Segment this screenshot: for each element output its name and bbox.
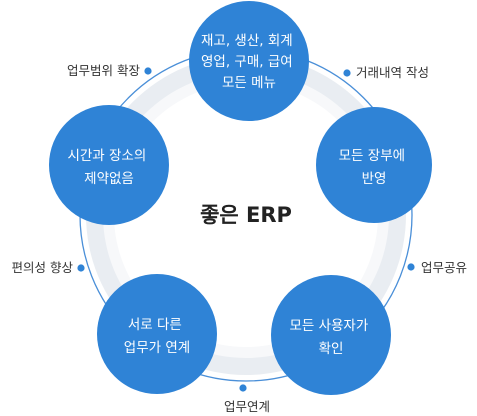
node-line: 영업, 구매, 급여 (201, 54, 293, 70)
node-circle (189, 1, 309, 121)
node-label: 모든 장부에 반영 (339, 148, 410, 187)
node-label: 서로 다른 업무가 연계 (124, 317, 190, 356)
node-line: 서로 다른 (128, 317, 182, 333)
node-no-time-place-limit: 시간과 장소의 제약없음 (49, 105, 169, 225)
label-work-sharing: 업무공유 (421, 260, 467, 275)
node-label: 재고, 생산, 회계 영업, 구매, 급여 모든 메뉴 (201, 33, 297, 91)
label-scope-expansion: 업무범위 확장 (67, 63, 140, 78)
node-all-users-check: 모든 사용자가 확인 (271, 275, 391, 395)
label-transaction-entry: 거래내역 작성 (356, 65, 429, 80)
node-circle (97, 274, 217, 394)
node-line: 재고, 생산, 회계 (201, 33, 293, 49)
node-line: 모든 사용자가 (289, 318, 368, 334)
node-line: 시간과 장소의 (67, 148, 146, 164)
node-work-linkage: 서로 다른 업무가 연계 (97, 274, 217, 394)
node-line: 반영 (362, 171, 387, 187)
center-title: 좋은 ERP (200, 203, 292, 227)
node-inventory-menus: 재고, 생산, 회계 영업, 구매, 급여 모든 메뉴 (189, 1, 309, 121)
node-circle (49, 105, 169, 225)
node-line: 확인 (319, 341, 344, 357)
node-label: 모든 사용자가 확인 (289, 318, 372, 357)
node-circle (316, 107, 432, 223)
node-line: 제약없음 (84, 171, 134, 187)
connector-dot (77, 264, 85, 272)
connector-dot (144, 67, 152, 75)
label-convenience: 편의성 향상 (12, 260, 74, 275)
node-line: 업무가 연계 (124, 340, 190, 356)
connector-dot (407, 263, 415, 271)
node-circle (271, 275, 391, 395)
connector-dot (343, 69, 351, 77)
node-ledger-reflect: 모든 장부에 반영 (316, 107, 432, 223)
node-line: 모든 메뉴 (222, 75, 276, 91)
connector-dot (239, 384, 247, 392)
node-line: 모든 장부에 (339, 148, 405, 164)
label-work-linkage: 업무연계 (224, 399, 270, 414)
node-label: 시간과 장소의 제약없음 (67, 148, 150, 187)
